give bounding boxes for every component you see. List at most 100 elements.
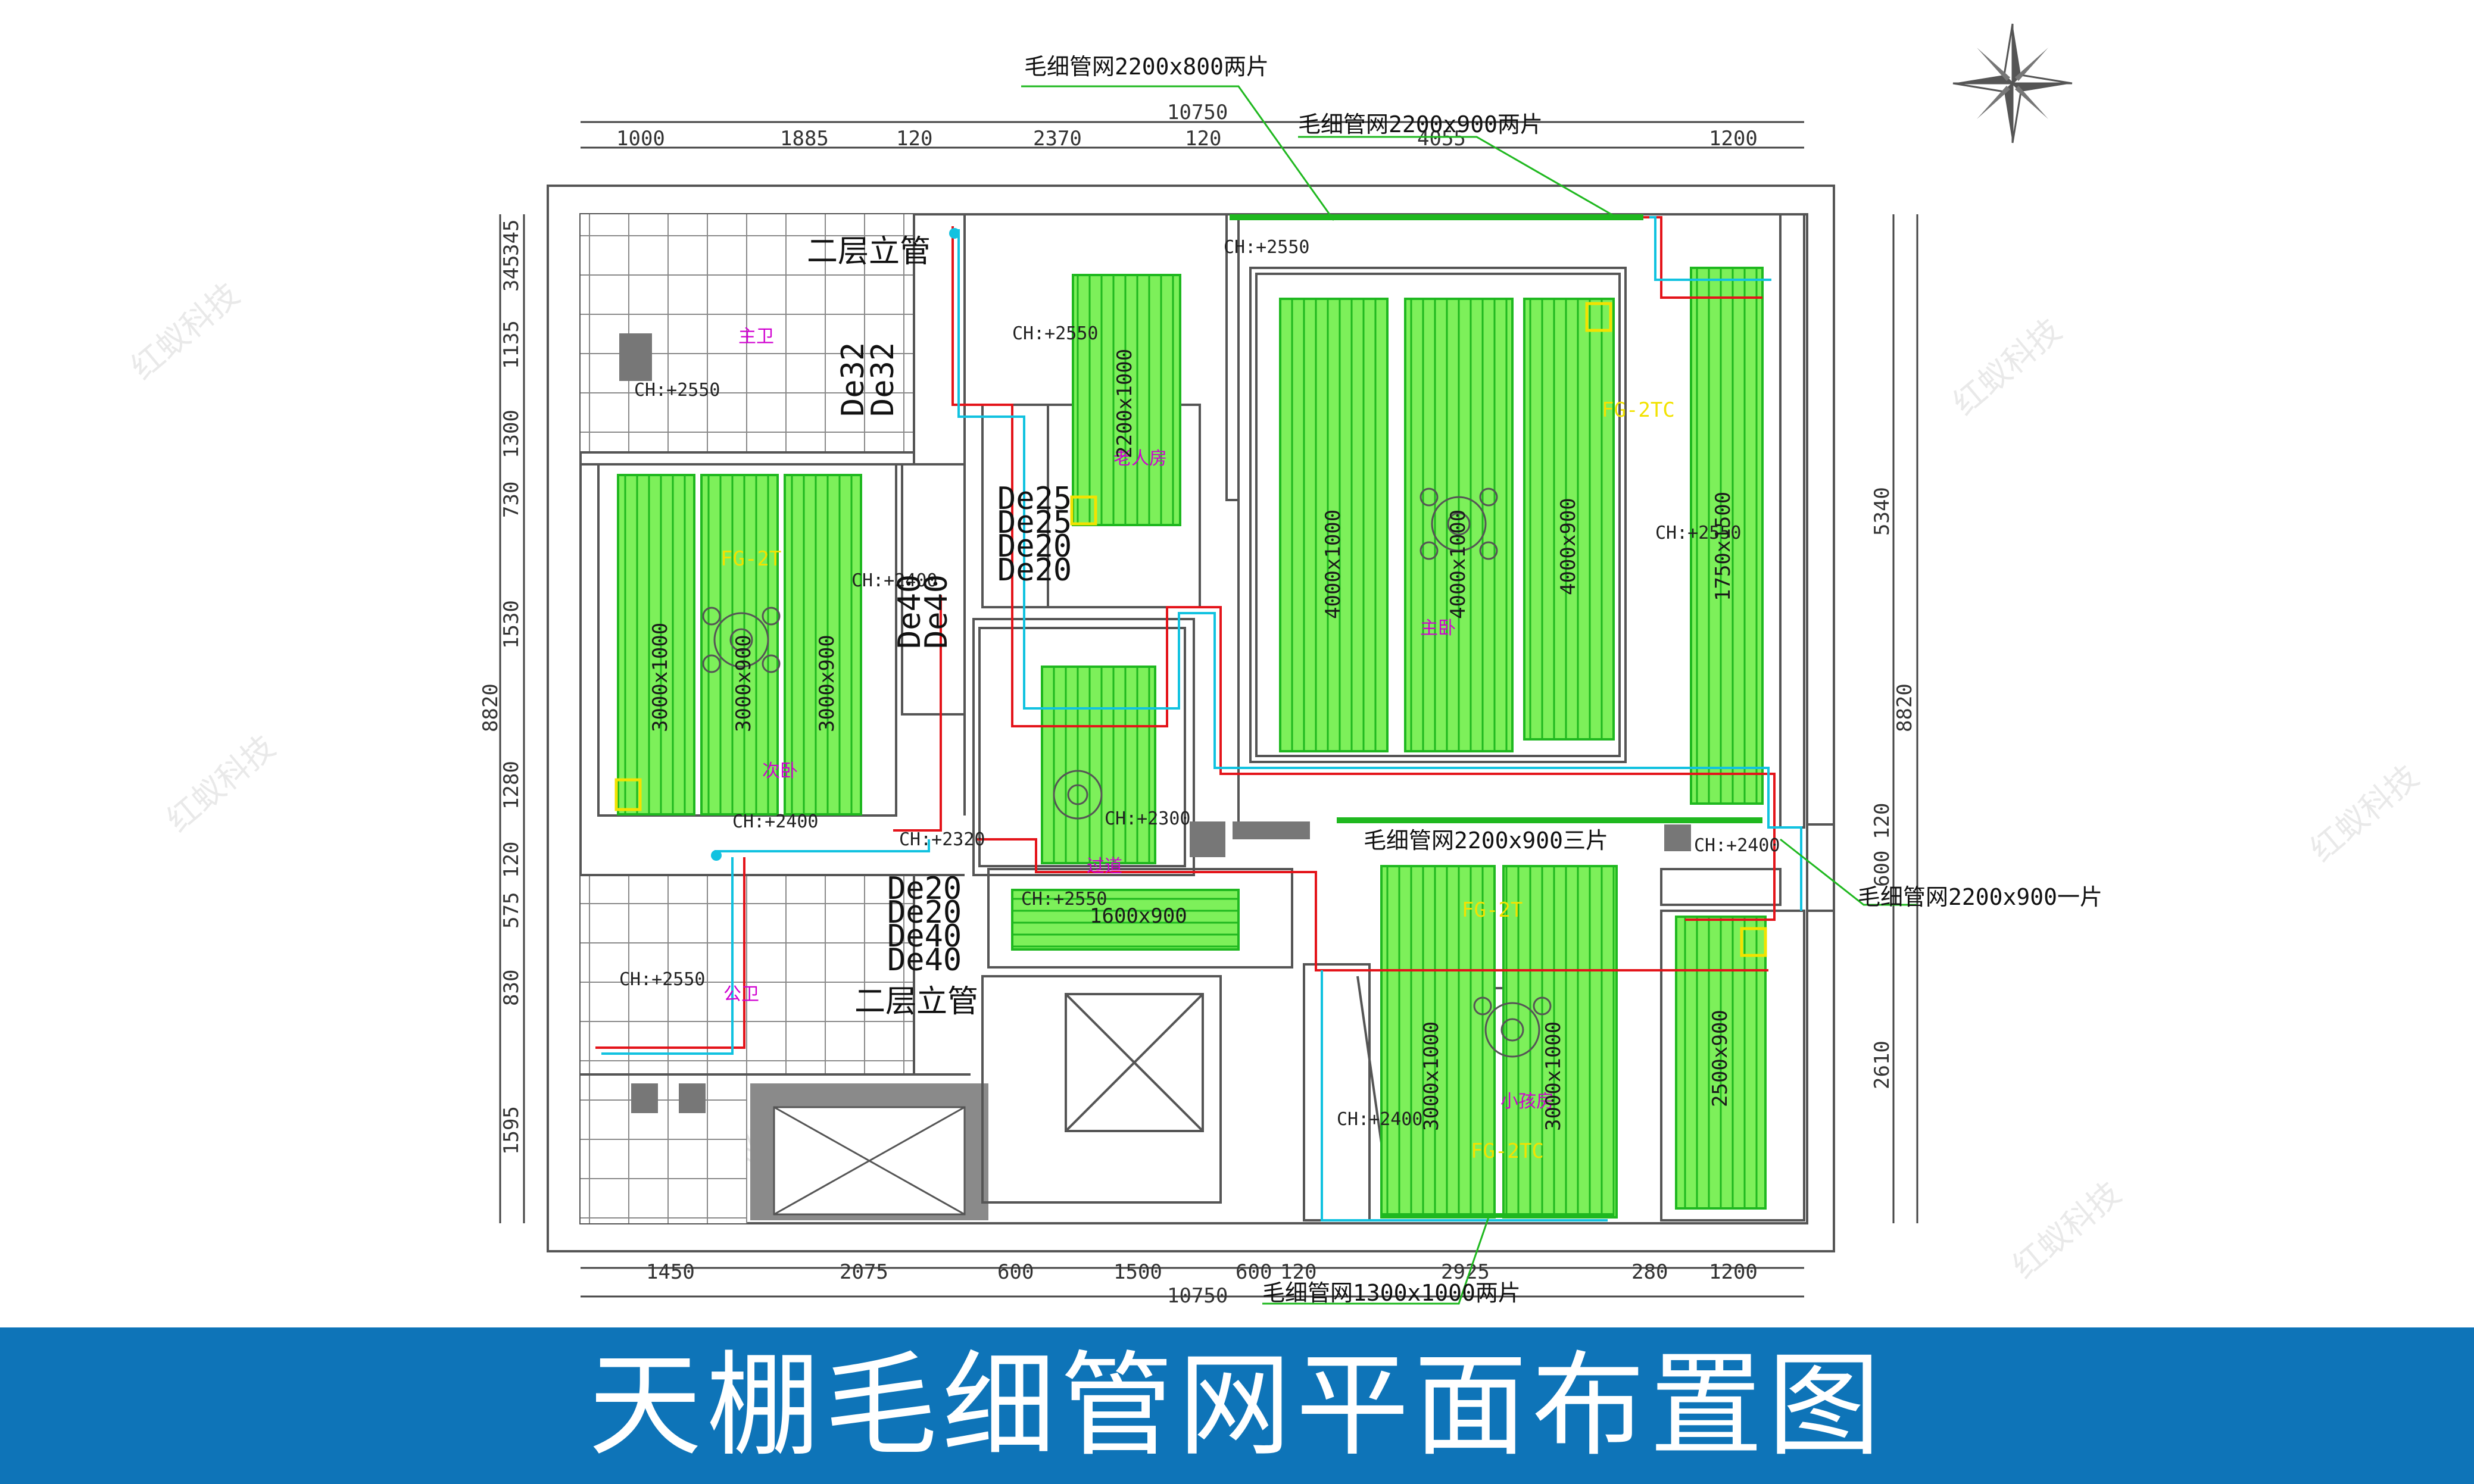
dim-bottom-8: 280 bbox=[1631, 1260, 1668, 1284]
riser-icon bbox=[711, 228, 960, 861]
svg-text:红蚁科技: 红蚁科技 bbox=[160, 728, 282, 839]
svg-text:红蚁科技: 红蚁科技 bbox=[1946, 311, 2069, 423]
ch-label: CH:+2550 bbox=[1224, 237, 1310, 258]
compass-icon bbox=[1952, 23, 2073, 143]
dim-top-1: 1000 bbox=[616, 127, 665, 151]
room-label: 小孩房 bbox=[1500, 1091, 1554, 1112]
mat-label: 3000x1000 bbox=[1542, 1021, 1565, 1131]
dim-right-4: 2610 bbox=[1870, 1041, 1894, 1089]
dim-right-1: 5340 bbox=[1870, 487, 1894, 536]
ch-label: CH:+2550 bbox=[619, 969, 706, 990]
unit-code: FG-2TC bbox=[1471, 1139, 1544, 1163]
ch-label: CH:+2550 bbox=[1012, 323, 1099, 344]
ch-label: CH:+2400 bbox=[732, 811, 819, 832]
ch-label: CH:+2320 bbox=[899, 829, 985, 850]
leader-lines bbox=[1021, 85, 1917, 1305]
annotation-mat-bottom: 毛细管网1300x1000两片 bbox=[1262, 1280, 1521, 1306]
room-label: 主卧 bbox=[1420, 618, 1456, 639]
dim-bottom-7: 2925 bbox=[1441, 1260, 1490, 1284]
ch-label: CH:+2400 bbox=[851, 570, 938, 591]
dim-left-6: 1530 bbox=[500, 600, 523, 649]
dim-top-3: 120 bbox=[896, 127, 932, 151]
annotation-mat-right: 毛细管网2200x900一片 bbox=[1858, 884, 2102, 910]
pipe-label: De40 bbox=[892, 574, 928, 649]
dim-left-11: 1595 bbox=[500, 1106, 523, 1155]
mat-label: 3000x1000 bbox=[648, 623, 672, 732]
annotation-mat-top2: 毛细管网2200x900两片 bbox=[1298, 111, 1543, 138]
dim-top-5: 120 bbox=[1185, 127, 1221, 151]
floor-plan: 红蚁科技 红蚁科技 红蚁科技 红蚁科技 红蚁科技 红蚁科技 bbox=[124, 23, 2426, 1308]
unit-code: FG-2T bbox=[720, 547, 781, 571]
dimension-texts: 10750 1000 1885 120 2370 120 4055 1200 1… bbox=[479, 101, 1917, 1308]
ceiling-height-labels: CH:+2550 CH:+2550 CH:+2550 CH:+2550 CH:+… bbox=[619, 237, 1780, 1130]
pipe-label: De32 bbox=[835, 342, 871, 417]
dim-left-4: 1300 bbox=[500, 410, 523, 458]
dim-left-1: 345 bbox=[500, 220, 523, 256]
room-label: 过道 bbox=[1087, 856, 1122, 877]
mat-label: 2200x1000 bbox=[1113, 349, 1137, 458]
dim-top-4: 2370 bbox=[1033, 127, 1082, 151]
dim-left-total: 8820 bbox=[479, 683, 503, 732]
ch-label: CH:+2300 bbox=[1105, 808, 1191, 829]
pipe-label: De40 bbox=[887, 942, 962, 978]
pipe-label: De40 bbox=[919, 574, 954, 649]
pipe-label: De20 bbox=[887, 871, 962, 907]
ch-label: CH:+2550 bbox=[1655, 523, 1742, 543]
mat-label: 3000x900 bbox=[732, 635, 756, 732]
dim-top-6: 4055 bbox=[1417, 127, 1466, 151]
page-title: 天棚毛细管网平面布置图 bbox=[588, 1339, 1886, 1471]
pipe-label: De20 bbox=[887, 895, 962, 930]
ch-label: CH:+2400 bbox=[1337, 1109, 1423, 1130]
pipe-label: De40 bbox=[887, 918, 962, 954]
ch-label: CH:+2400 bbox=[1694, 835, 1780, 856]
dim-left-2: 345 bbox=[500, 255, 523, 292]
dim-top-2: 1885 bbox=[780, 127, 829, 151]
dim-bottom-9: 1200 bbox=[1709, 1260, 1758, 1284]
svg-text:红蚁科技: 红蚁科技 bbox=[2005, 1174, 2128, 1286]
mat-label: 1750x1500 bbox=[1711, 492, 1735, 601]
dim-left-10: 830 bbox=[500, 970, 523, 1006]
building-outline bbox=[547, 185, 1835, 1252]
dim-right-3: 600 bbox=[1870, 851, 1894, 887]
dim-bottom-6: 120 bbox=[1280, 1260, 1316, 1284]
pipe-label: De20 bbox=[997, 552, 1072, 588]
pipe-size-labels: De32 De32 De25 De25 De20 De20 De40 De40 … bbox=[835, 342, 1072, 978]
svg-text:红蚁科技: 红蚁科技 bbox=[124, 276, 247, 387]
annotation-mat-top1: 毛细管网2200x800两片 bbox=[1024, 54, 1269, 80]
dim-left-5: 730 bbox=[500, 482, 523, 518]
ch-label: CH:+2550 bbox=[1021, 889, 1107, 910]
dim-left-8: 120 bbox=[500, 842, 523, 878]
dim-right-total: 8820 bbox=[1893, 683, 1917, 732]
dim-bottom-1: 1450 bbox=[646, 1260, 695, 1284]
dim-right-2: 120 bbox=[1870, 803, 1894, 839]
room-label: 主卫 bbox=[738, 326, 774, 347]
ch-label: CH:+2550 bbox=[634, 380, 720, 401]
pipe-label: De25 bbox=[997, 481, 1072, 517]
mat-label: 3000x900 bbox=[815, 635, 839, 732]
mat-label: 4000x1000 bbox=[1446, 510, 1470, 619]
dim-bottom-5: 600 bbox=[1236, 1260, 1272, 1284]
dim-left-9: 575 bbox=[500, 892, 523, 929]
pipe-label: De20 bbox=[997, 529, 1072, 564]
mat-label: 4000x900 bbox=[1556, 498, 1580, 595]
dim-bottom-4: 1500 bbox=[1113, 1260, 1162, 1284]
capillary-mats bbox=[617, 214, 1767, 1219]
pipe-label: De32 bbox=[865, 342, 901, 417]
mat-size-labels: 3000x1000 3000x900 3000x900 4000x1000 40… bbox=[648, 349, 1735, 1131]
fan-coil-boxes bbox=[614, 302, 1767, 957]
unit-code: FG-2TC bbox=[1602, 398, 1675, 422]
annotation-riser-lower: 二层立管 bbox=[854, 984, 978, 1020]
room-labels: 主卫 公卫 次卧 主卧 老人房 过道 小孩房 bbox=[723, 326, 1554, 1112]
columns bbox=[1190, 821, 1691, 857]
dim-top-total: 10750 bbox=[1167, 101, 1228, 124]
mat-label: 4000x1000 bbox=[1321, 510, 1345, 619]
room-label: 老人房 bbox=[1113, 448, 1167, 469]
annotation-mat-mid: 毛细管网2200x900三片 bbox=[1364, 827, 1608, 854]
room-label: 次卧 bbox=[762, 761, 798, 782]
mat-label: 2500x900 bbox=[1708, 1010, 1732, 1107]
dim-top-7: 1200 bbox=[1709, 127, 1758, 151]
title-banner: 天棚毛细管网平面布置图 bbox=[0, 1327, 2474, 1484]
ceiling-rosettes bbox=[702, 488, 1552, 1058]
dim-bottom-2: 2075 bbox=[840, 1260, 888, 1284]
dim-left-7: 1280 bbox=[500, 761, 523, 810]
